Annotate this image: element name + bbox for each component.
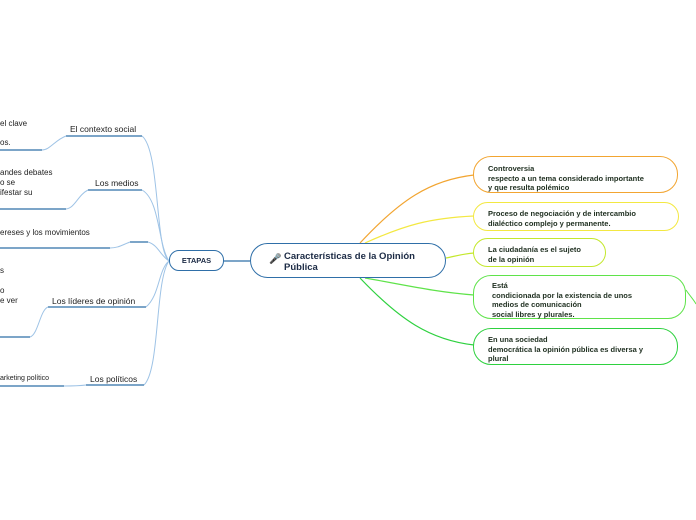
- node-line: plural: [488, 354, 509, 363]
- branch-medios[interactable]: Los medios: [95, 178, 139, 188]
- fragment-text: el clave: [0, 119, 28, 128]
- node-line: medios de comunicación: [492, 300, 582, 309]
- connector-sociedad: [359, 277, 475, 346]
- node-line: respecto a un tema considerado important…: [488, 173, 644, 183]
- fragment-text: andes debates: [0, 168, 53, 177]
- central-topic-node[interactable]: 🎤 Características de la Opinión Pública: [250, 243, 446, 278]
- microphone-icon: 🎤: [269, 254, 282, 265]
- node-ciudadania[interactable]: La ciudadanía es el sujeto de la opinión: [473, 238, 606, 267]
- connector-controversia: [359, 174, 475, 244]
- node-line: condicionada por la existencia de unos: [492, 290, 633, 300]
- connector-proceso: [364, 215, 475, 244]
- node-proceso-negociacion[interactable]: Proceso de negociación y de intercambio …: [473, 202, 679, 231]
- connector-ciudadania: [445, 252, 475, 259]
- node-controversia[interactable]: Controversia respecto a un tema consider…: [473, 156, 678, 193]
- node-line: En una sociedad: [488, 335, 548, 344]
- node-line: La ciudadanía es el sujeto: [488, 245, 581, 254]
- node-line: social libres y plurales.: [492, 309, 575, 319]
- node-line: democrática la opinión pública es divers…: [488, 344, 644, 354]
- fragment-text: e ver: [0, 296, 18, 305]
- node-line: de la opinión: [488, 254, 535, 264]
- node-line: dialéctico complejo y permanente.: [488, 218, 611, 228]
- fragment-text: os.: [0, 138, 11, 147]
- fragment-text: o se: [0, 178, 16, 187]
- fragment-text[interactable]: ereses y los movimientos: [0, 228, 90, 237]
- node-sociedad-democratica[interactable]: En una sociedad democrática la opinión p…: [473, 328, 678, 365]
- etapas-node[interactable]: ETAPAS: [169, 250, 224, 271]
- branch-lideres-opinion[interactable]: Los líderes de opinión: [52, 296, 136, 306]
- node-condicionada[interactable]: Está condicionada por la existencia de u…: [473, 275, 686, 319]
- branch-contexto-social[interactable]: El contexto social: [70, 124, 137, 134]
- fragment-text: ifestar su: [0, 188, 33, 197]
- node-line: Proceso de negociación y de intercambio: [488, 209, 636, 218]
- node-line: Controversia: [488, 164, 535, 173]
- connector-esta-child: [685, 289, 696, 305]
- node-line: Está: [492, 281, 508, 290]
- node-line: y que resulta polémico: [488, 183, 570, 192]
- connector-esta: [364, 277, 475, 296]
- fragment-text: s: [0, 266, 4, 275]
- central-topic-title: Características de la Opinión Pública: [284, 251, 415, 273]
- fragment-text: arketing político: [0, 375, 50, 382]
- fragment-text: o: [0, 286, 5, 295]
- branch-politicos[interactable]: Los políticos: [90, 374, 138, 384]
